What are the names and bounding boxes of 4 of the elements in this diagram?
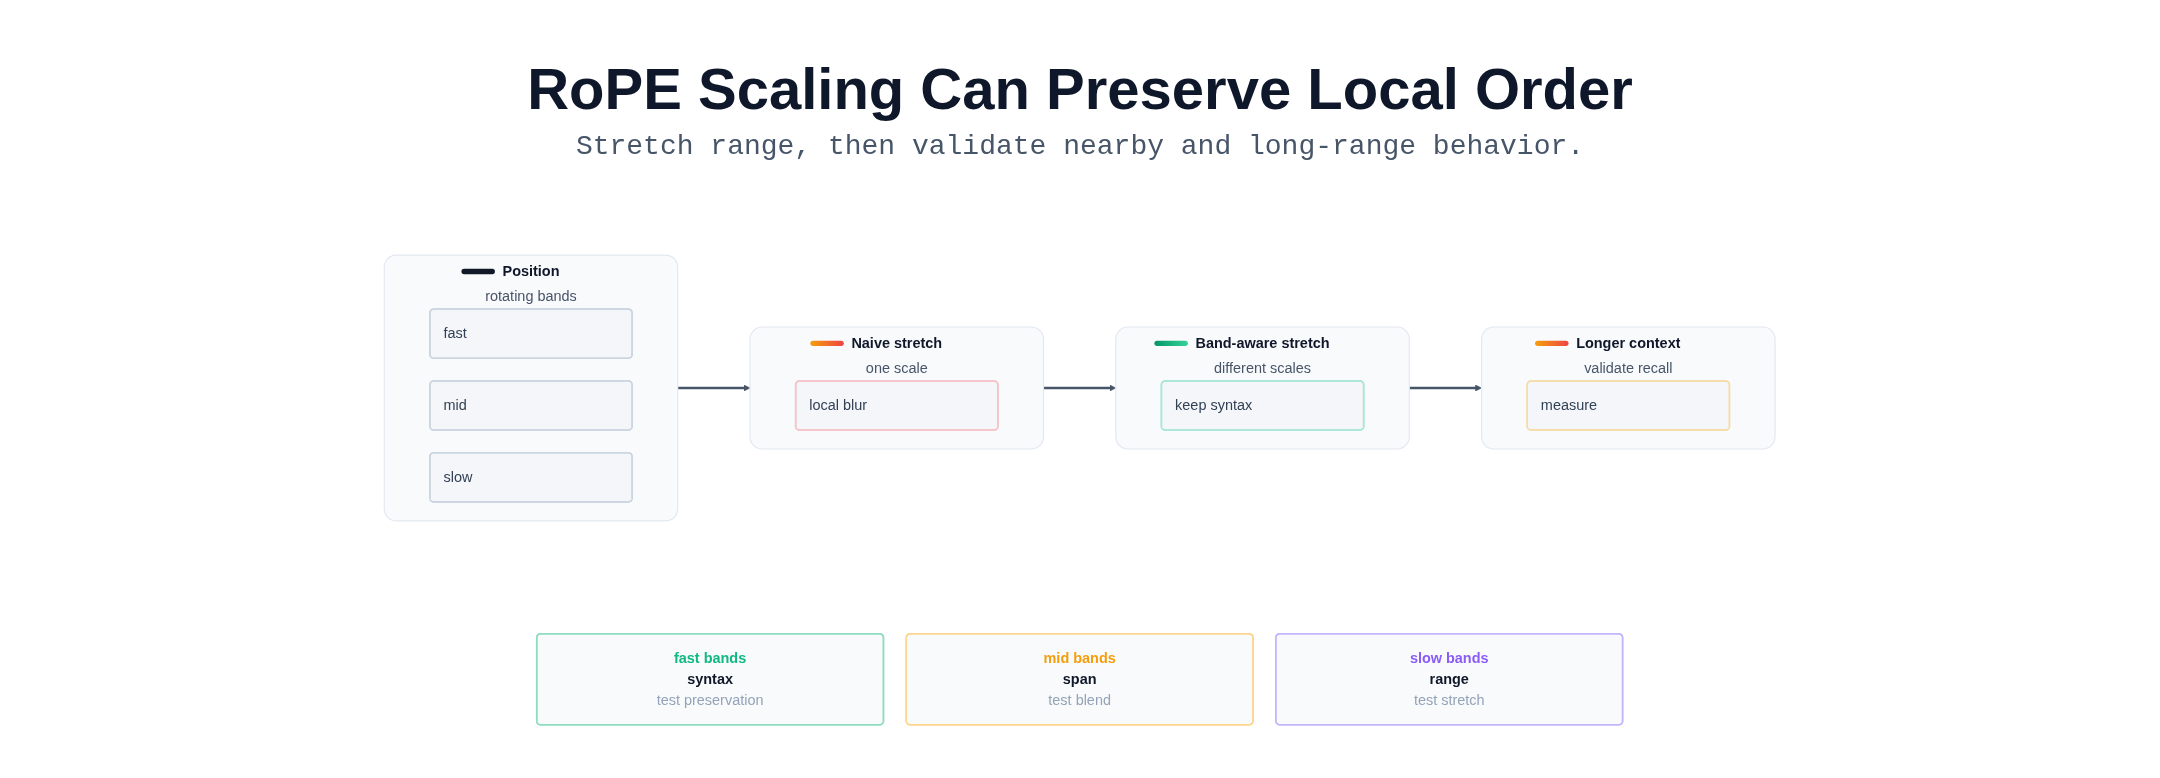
diagram-title: RoPE Scaling Can Preserve Local Order <box>527 56 1633 123</box>
diagram-subtitle: Stretch range, then validate nearby and long-range behavior. <box>575 130 1585 162</box>
arrow <box>1043 384 1117 392</box>
arrow <box>678 384 751 392</box>
